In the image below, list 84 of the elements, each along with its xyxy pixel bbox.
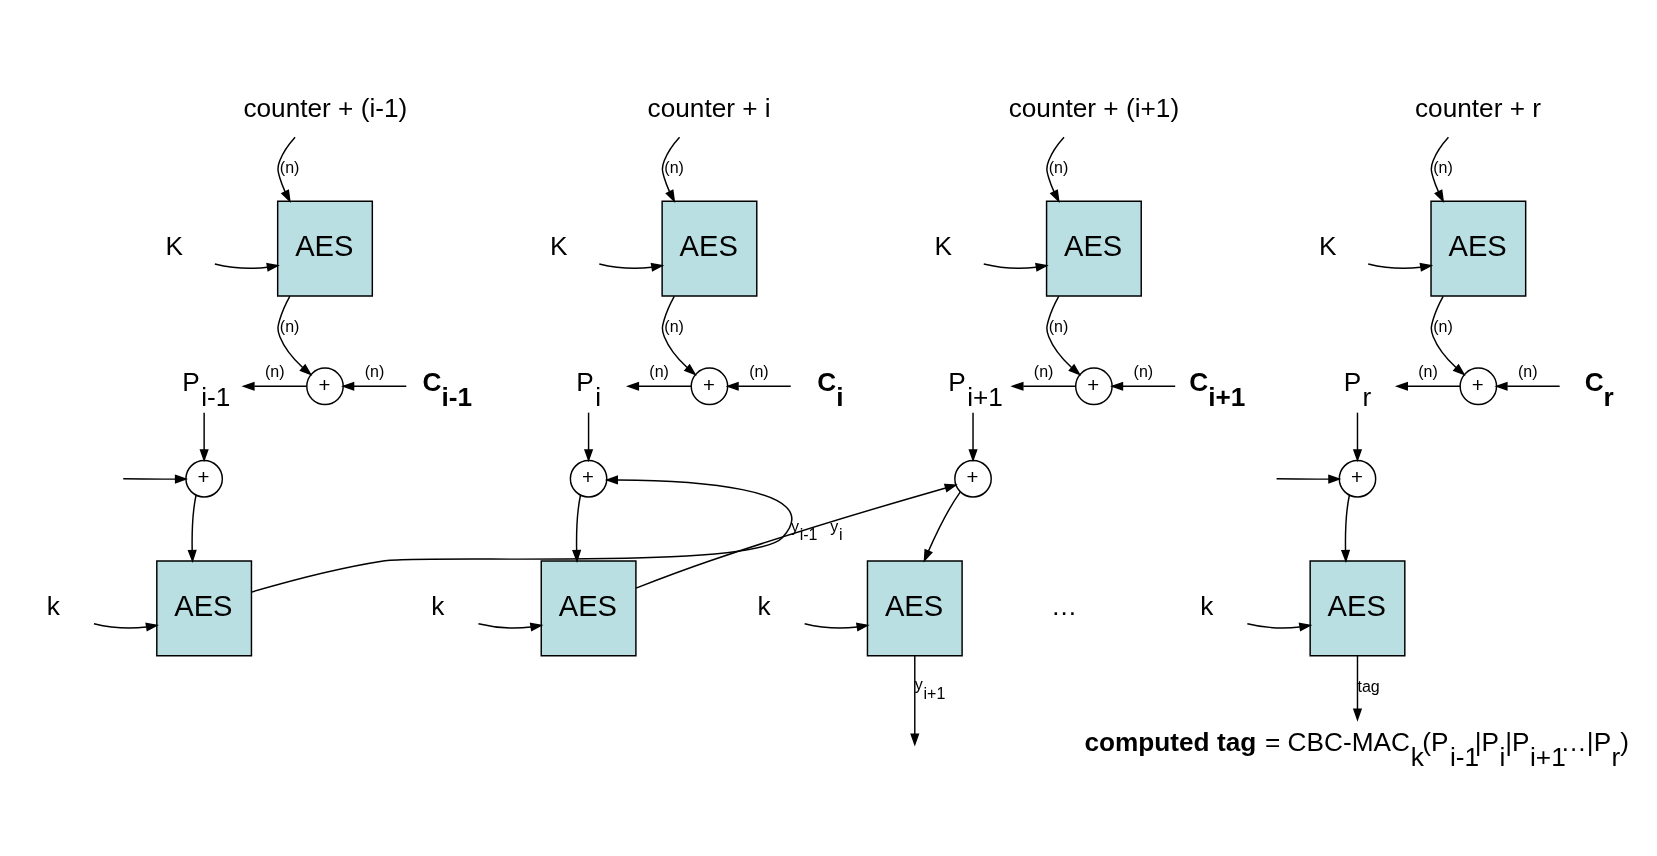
- node-box: AES: [661, 200, 758, 297]
- arrow: [1046, 136, 1065, 203]
- arrow: [277, 136, 296, 203]
- arrow: [1394, 381, 1461, 391]
- edge-label: (n): [1048, 158, 1069, 176]
- arrow: [277, 295, 313, 376]
- node-text: counter + (i-1): [243, 92, 408, 123]
- arrow: [1340, 494, 1351, 563]
- arrow: [725, 381, 792, 391]
- arrow: [1352, 654, 1363, 722]
- arrow: [1246, 622, 1313, 632]
- node-text: counter + (i+1): [1008, 92, 1180, 123]
- edge-label: (n): [1433, 317, 1453, 335]
- edge-label: (n): [279, 158, 300, 176]
- node-circle: +: [1338, 459, 1377, 498]
- node-circle: +: [185, 459, 224, 498]
- edge-label: (n): [1518, 362, 1538, 380]
- arrow: [1430, 136, 1450, 203]
- edge-label: (n): [279, 317, 300, 335]
- node-circle: +: [690, 366, 729, 405]
- edge-label: (n): [649, 362, 669, 380]
- edge-label: (n): [264, 362, 285, 380]
- edge-label: (n): [749, 362, 769, 380]
- arrow: [199, 411, 209, 462]
- arrow: [983, 262, 1049, 272]
- node-text: K: [165, 230, 184, 261]
- edge-label: (n): [1048, 317, 1069, 335]
- node-text: counter + r: [1415, 92, 1541, 123]
- arrow: [803, 622, 870, 632]
- arrow: [93, 622, 159, 632]
- node-text: k: [46, 590, 60, 621]
- node-circle: +: [569, 459, 608, 498]
- edge-label: (n): [1418, 362, 1438, 380]
- arrow: [1275, 474, 1342, 484]
- arrow: [572, 494, 582, 563]
- arrow: [1046, 295, 1082, 376]
- edge-label: (n): [1033, 362, 1054, 380]
- edge-label: (n): [1433, 158, 1453, 176]
- node-box: AES: [1430, 200, 1527, 297]
- arrow: [635, 483, 958, 589]
- node-circle: +: [1074, 366, 1113, 405]
- arrow: [477, 622, 544, 632]
- node-text: K: [1318, 230, 1337, 261]
- node-circle: +: [954, 459, 992, 498]
- arrow: [1494, 381, 1561, 391]
- arrow: [187, 494, 197, 563]
- node-circle: +: [306, 366, 344, 405]
- arrow: [923, 490, 962, 563]
- node-text: k: [1200, 590, 1214, 621]
- arrow: [584, 411, 594, 462]
- arrow: [598, 262, 665, 272]
- node-box: AES: [156, 559, 253, 656]
- edge-label: (n): [664, 317, 684, 335]
- arrow: [1352, 411, 1363, 462]
- arrow: [1430, 295, 1466, 376]
- edge-label: (n): [1133, 362, 1154, 380]
- node-text: K: [549, 230, 568, 261]
- arrow: [341, 381, 408, 391]
- arrow: [661, 295, 697, 376]
- arrow: [214, 262, 280, 272]
- arrow: [1010, 381, 1077, 391]
- node-circle: +: [1459, 366, 1498, 405]
- arrow: [1367, 262, 1434, 272]
- arrow: [250, 474, 793, 593]
- arrow: [122, 474, 188, 484]
- node-box: AES: [1045, 200, 1142, 297]
- node-text: K: [934, 230, 952, 261]
- node-text: k: [757, 590, 771, 621]
- node-box: AES: [1309, 559, 1406, 656]
- edge-label: tag: [1357, 677, 1380, 695]
- arrow: [910, 654, 920, 747]
- node-box: AES: [540, 559, 637, 656]
- node-box: AES: [866, 559, 963, 656]
- edge-label: (n): [664, 158, 684, 176]
- arrow: [241, 381, 308, 391]
- arrow: [661, 136, 681, 203]
- node-text: k: [431, 590, 445, 621]
- label: …: [1050, 590, 1078, 621]
- arrow: [1110, 381, 1176, 391]
- node-box: AES: [276, 200, 374, 297]
- node-text: counter + i: [647, 92, 771, 123]
- edge-label: (n): [364, 362, 385, 380]
- arrow: [968, 411, 978, 462]
- arrow: [625, 381, 692, 391]
